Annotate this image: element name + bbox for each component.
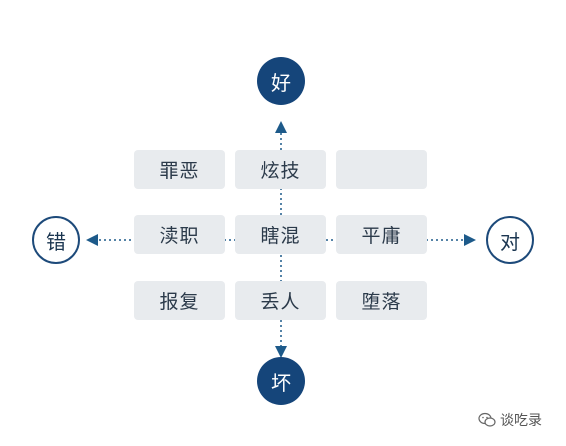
grid-cell-r2c2: 瞎混	[235, 215, 326, 254]
grid-cell-r3c3: 堕落	[336, 281, 427, 320]
grid-cell-r1c2: 炫技	[235, 150, 326, 189]
grid-cell-r2c1: 渎职	[134, 215, 225, 254]
grid-cell-r3c2: 丢人	[235, 281, 326, 320]
grid-cell-r1c1: 罪恶	[134, 150, 225, 189]
wechat-icon	[478, 412, 496, 427]
grid-cell-r1c3	[336, 150, 427, 189]
watermark: 谈吃录	[478, 410, 542, 430]
grid-cell-r2c3: 平庸	[336, 215, 427, 254]
axis-label-bottom: 坏	[257, 357, 305, 405]
axis-label-left: 错	[32, 216, 80, 264]
axis-label-right: 对	[486, 216, 534, 264]
watermark-text: 谈吃录	[500, 413, 542, 429]
axis-label-top: 好	[257, 57, 305, 105]
grid-cell-r3c1: 报复	[134, 281, 225, 320]
